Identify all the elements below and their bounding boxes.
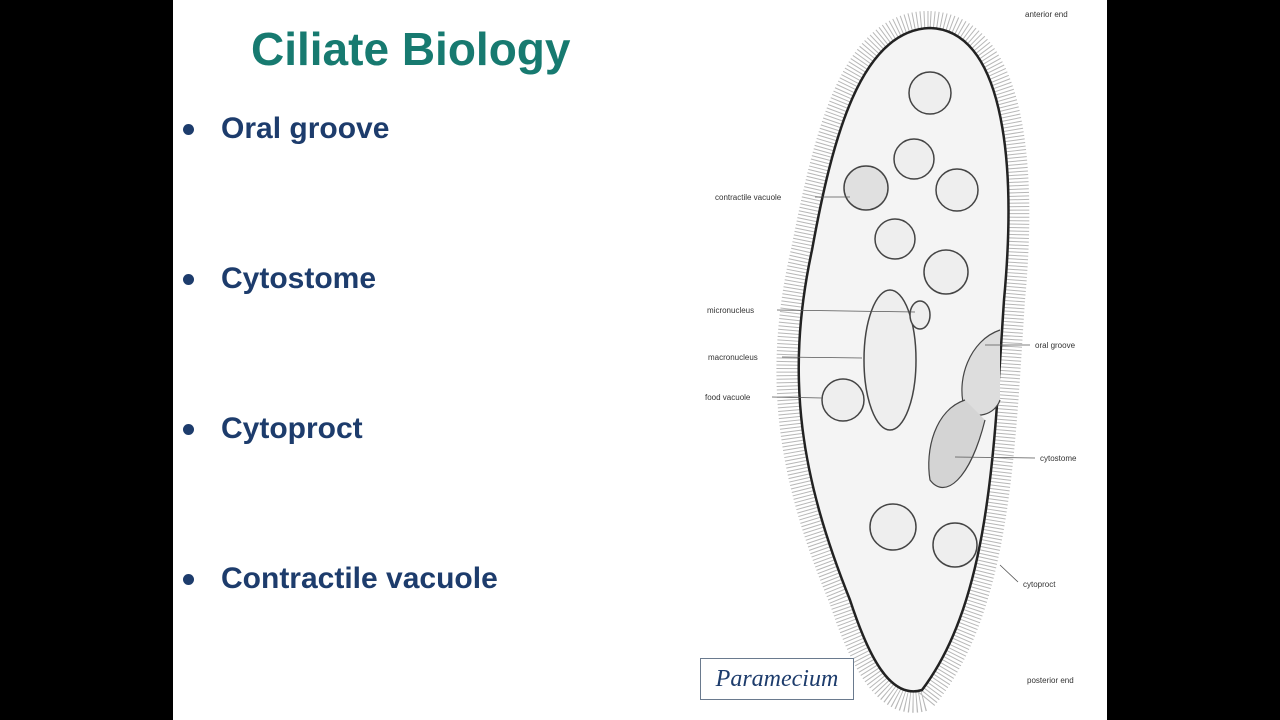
slide: Ciliate Biology Oral groove Cytostome Cy… [173, 0, 1107, 720]
bullet-dot-icon [183, 273, 194, 285]
label-cytoproct: cytoproct [1023, 580, 1056, 589]
bullet-item: Contractile vacuole [183, 562, 498, 596]
bullet-text: Cytoproct [221, 412, 363, 445]
bullet-text: Cytostome [221, 262, 377, 295]
label-oral-groove: oral groove [1035, 341, 1076, 350]
bullet-item: Oral groove [183, 112, 389, 146]
diagram-caption: Paramecium [700, 658, 854, 700]
bullet-text: Contractile vacuole [221, 562, 498, 595]
label-macronucleus: macronucleus [708, 353, 758, 362]
label-cytostome: cytostome [1040, 454, 1077, 463]
label-posterior-end: posterior end [1027, 676, 1074, 685]
bullet-text: Oral groove [221, 112, 390, 145]
bullet-item: Cytoproct [183, 412, 363, 446]
bullet-dot-icon [183, 573, 194, 585]
vacuoles [821, 71, 979, 568]
label-anterior-end: anterior end [1025, 10, 1068, 19]
bullet-dot-icon [183, 423, 194, 435]
bullet-dot-icon [183, 123, 194, 135]
paramecium-diagram: anterior end contractile vacuole micronu… [705, 10, 1077, 713]
label-food-vacuole: food vacuole [705, 393, 751, 402]
label-micronucleus: micronucleus [707, 306, 754, 315]
slide-title: Ciliate Biology [251, 23, 571, 75]
label-contractile-vacuole: contractile vacuole [715, 193, 782, 202]
bullet-item: Cytostome [183, 262, 376, 296]
